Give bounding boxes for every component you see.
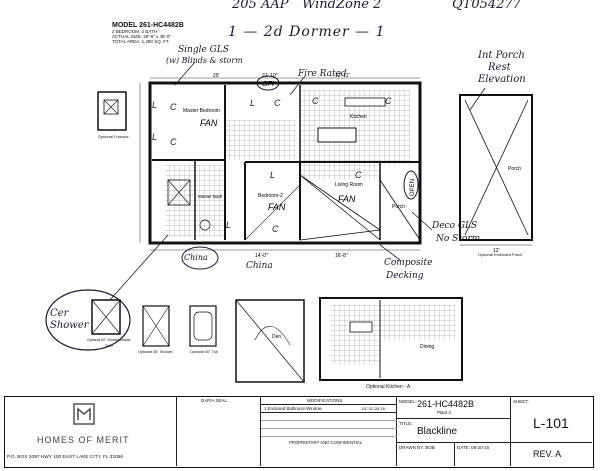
- note-china-1: China: [184, 253, 208, 262]
- title-value: Blackline: [417, 426, 458, 437]
- dimension-lines: [139, 77, 420, 251]
- model-value: 261-HC4482B: [417, 399, 475, 409]
- sheet-value: L-101: [533, 415, 569, 431]
- revision-cell: REV. A: [511, 443, 592, 466]
- note-china-2: China: [246, 261, 273, 271]
- title-block: HOMES OF MERIT P.O. BOX 2097 HWY 100 EAS…: [4, 396, 594, 468]
- room-porch: Porch: [392, 204, 405, 210]
- note-deco-gls: Deco GLS: [432, 221, 478, 231]
- svg-text:L: L: [250, 98, 255, 108]
- model-actual-size: ACTUAL SIZE: 28'-6" x 48'-0": [112, 34, 172, 39]
- optional-bath-insets: [91, 299, 217, 347]
- note-gfi: GFI: [262, 81, 274, 88]
- sheet-label: SHEET:: [513, 399, 529, 404]
- caption-optional-kitchen-a: Optional Kitchen - A: [366, 384, 411, 390]
- note-composite: Composite: [384, 258, 433, 268]
- note-cer: Cer: [50, 308, 69, 319]
- svg-text:L: L: [226, 220, 231, 230]
- drawn-by-cell: DRAWN BY: BOB: [397, 443, 455, 466]
- svg-text:L: L: [152, 132, 157, 142]
- note-blinds-storm: (w) Blinds & storm: [166, 56, 243, 65]
- note-open: OPEN: [410, 179, 416, 196]
- caption-optional-60-shower: Optional 60" Shower Master Bath: [87, 338, 131, 348]
- room-master-bath: Master Bath: [198, 194, 223, 199]
- note-decking: Decking: [386, 271, 424, 281]
- lc-marks: L C L C L C C C L C L C: [152, 96, 392, 234]
- proprietary-label: PROPRIETARY AND CONFIDENTIAL: [289, 440, 363, 445]
- fan-label-3: FAN: [338, 194, 356, 204]
- caption-optional-furnace: Optional Furnace: [98, 134, 129, 139]
- dapia-seal-label: DAPIA SEAL: [201, 398, 228, 403]
- model-beds: 2 BEDROOM, 2 BATH: [112, 29, 157, 34]
- dim-14: 14'-0": [255, 253, 268, 259]
- modification-row: 1 Enclosed Bathroom Window: [264, 406, 322, 411]
- fan-label-2: FAN: [268, 202, 286, 212]
- title-cell: TITLE: Blackline: [397, 419, 511, 443]
- svg-text:L: L: [270, 170, 275, 180]
- optional-extended-porch-drawing: [459, 94, 533, 246]
- model-title: MODEL 261-HC4482B: [112, 22, 184, 29]
- company-cell: HOMES OF MERIT P.O. BOX 2097 HWY 100 EAS…: [5, 397, 177, 466]
- note-no-storm: No Storm: [436, 234, 481, 244]
- company-address: P.O. BOX 2097 HWY 100 EAST LAKE CITY, FL…: [7, 455, 123, 460]
- plant-label: Plant 2: [437, 410, 452, 415]
- note-elevation: Elevation: [478, 74, 526, 85]
- hand-note-top-mid: WindZone 2: [302, 0, 382, 12]
- revision-value: REV. A: [533, 449, 562, 459]
- room-bedroom-2: Bedroom-2: [258, 193, 283, 199]
- svg-text:C: C: [272, 224, 279, 234]
- title-label: TITLE:: [399, 421, 413, 426]
- company-name: HOMES OF MERIT: [37, 435, 130, 445]
- homes-of-merit-logo-icon: [73, 403, 95, 425]
- note-fire-rated: Fire Rated: [298, 69, 347, 79]
- svg-text:L: L: [152, 100, 157, 110]
- room-kitchen: Kitchen: [350, 114, 367, 120]
- modification-initials: JJC 02-28-16: [361, 406, 386, 411]
- model-total-area: TOTAL AREA: 1,280 SQ. FT.: [112, 39, 170, 44]
- room-porch-right: Porch: [508, 166, 521, 172]
- note-int-porch: Int Porch: [478, 50, 525, 61]
- date-cell: DATE: 08-20-15: [455, 443, 511, 466]
- dim-29: 29': [213, 73, 220, 79]
- svg-text:C: C: [355, 170, 362, 180]
- svg-text:C: C: [170, 137, 177, 147]
- room-den: Den: [272, 334, 281, 340]
- modifications-label: MODIFICATIONS: [307, 398, 343, 403]
- fan-label-1: FAN: [200, 118, 218, 128]
- model-info: MODEL 261-HC4482B 2 BEDROOM, 2 BATH ACTU…: [112, 22, 184, 44]
- svg-text:C: C: [312, 96, 319, 106]
- room-dining: Dining: [420, 344, 434, 350]
- dim-12: 12'-11": [335, 73, 350, 79]
- caption-optional-60-tub: Optional 60" Tub: [190, 350, 219, 354]
- note-rest: Rest: [488, 62, 511, 73]
- drawn-by-label: DRAWN BY: BOB: [399, 445, 435, 450]
- optional-den-inset: [235, 299, 305, 383]
- room-master-bedroom: Master Bedroom: [183, 108, 220, 114]
- sheet-cell: SHEET: L-101: [511, 397, 592, 443]
- caption-optional-54-shower: Optional 54" Shower: [138, 350, 173, 354]
- hand-note-dormer: 1 — 2d Dormer — 1: [228, 24, 386, 40]
- model-cell: MODEL: 261-HC4482B Plant 2: [397, 397, 511, 419]
- note-single-gls: Single GLS: [178, 45, 229, 55]
- modifications-cell: MODIFICATIONS 1 Enclosed Bathroom Window…: [261, 397, 397, 466]
- optional-furnace-inset: [97, 91, 127, 131]
- note-shower: Shower: [50, 320, 89, 331]
- hand-note-top-right: QT054277: [452, 0, 521, 12]
- dapia-seal-cell: DAPIA SEAL: [177, 397, 261, 466]
- floor-plan-drawing: 29' 21'-10" 12'-11" 14'-0" 16'-8" Master…: [45, 61, 533, 383]
- model-label: MODEL:: [399, 399, 417, 404]
- main-plan-walls: [148, 81, 422, 245]
- optional-kitchen-a-inset: [319, 297, 463, 381]
- dim-16: 16'-8": [335, 253, 348, 259]
- svg-text:C: C: [274, 98, 281, 108]
- room-living-room: Living Room: [335, 182, 363, 188]
- caption-optional-extended-porch: Optional Extended Porch: [478, 252, 523, 257]
- svg-text:C: C: [170, 102, 177, 112]
- date-label: DATE: 08-20-15: [457, 445, 490, 450]
- svg-text:C: C: [385, 96, 392, 106]
- dim-12b: 12': [493, 248, 500, 254]
- hand-note-top-left: 205 AAP: [232, 0, 289, 12]
